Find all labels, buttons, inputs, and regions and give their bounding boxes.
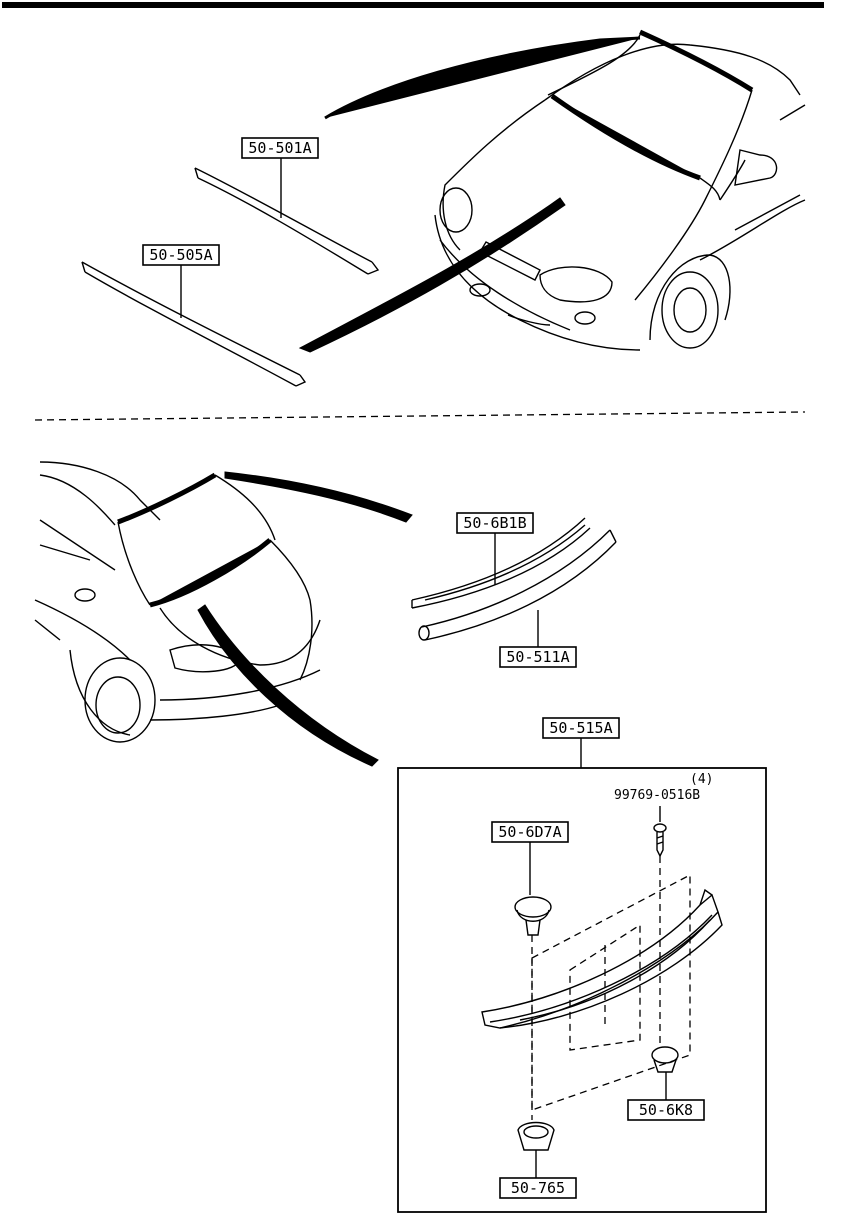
screw-icon xyxy=(653,823,667,858)
screw-part-number: 99769-0516B xyxy=(614,788,700,803)
svg-text:50-6K8: 50-6K8 xyxy=(639,1101,693,1119)
front-windshield-seal-line xyxy=(324,36,641,120)
svg-text:50-515A: 50-515A xyxy=(549,719,612,737)
svg-text:50-6B1B: 50-6B1B xyxy=(463,514,526,532)
clip-lower-right-icon xyxy=(651,1046,679,1073)
label-front-outer: 50-501A xyxy=(241,137,319,218)
svg-text:50-505A: 50-505A xyxy=(149,246,212,264)
screw-qty: (4) xyxy=(690,772,713,787)
front-leader-wedge xyxy=(298,197,566,353)
front-outer-moulding xyxy=(194,167,380,275)
rear-car-drawing xyxy=(34,461,321,743)
rear-spoiler-part xyxy=(481,888,723,1029)
svg-text:50-765: 50-765 xyxy=(511,1179,565,1197)
label-clip-lower-left: 50-765 xyxy=(499,1150,577,1199)
section-divider xyxy=(34,411,806,421)
front-car-drawing xyxy=(434,29,806,351)
rear-seal-wedge-top xyxy=(224,471,413,523)
rear-inner-moulding xyxy=(418,529,617,641)
svg-text:50-511A: 50-511A xyxy=(506,648,569,666)
front-inner-moulding xyxy=(81,261,307,387)
top-border xyxy=(2,2,824,8)
rear-leader-wedge xyxy=(197,604,379,767)
label-clip-upper: 50-6D7A xyxy=(491,821,569,895)
label-rear-inner: 50-511A xyxy=(499,610,577,668)
svg-text:50-501A: 50-501A xyxy=(248,139,311,157)
label-clip-lower-right: 50-6K8 xyxy=(627,1072,705,1121)
label-rear-spoiler: 50-515A xyxy=(542,717,620,768)
label-rear-outer: 50-6B1B xyxy=(456,512,534,585)
clip-lower-left-icon xyxy=(517,1121,555,1151)
rear-outer-moulding xyxy=(411,517,591,609)
clip-upper-icon xyxy=(514,896,552,936)
label-front-inner: 50-505A xyxy=(142,244,220,318)
svg-text:50-6D7A: 50-6D7A xyxy=(498,823,561,841)
assembly-dashed-lines xyxy=(531,856,691,1120)
spoiler-detail-box xyxy=(397,767,767,1213)
